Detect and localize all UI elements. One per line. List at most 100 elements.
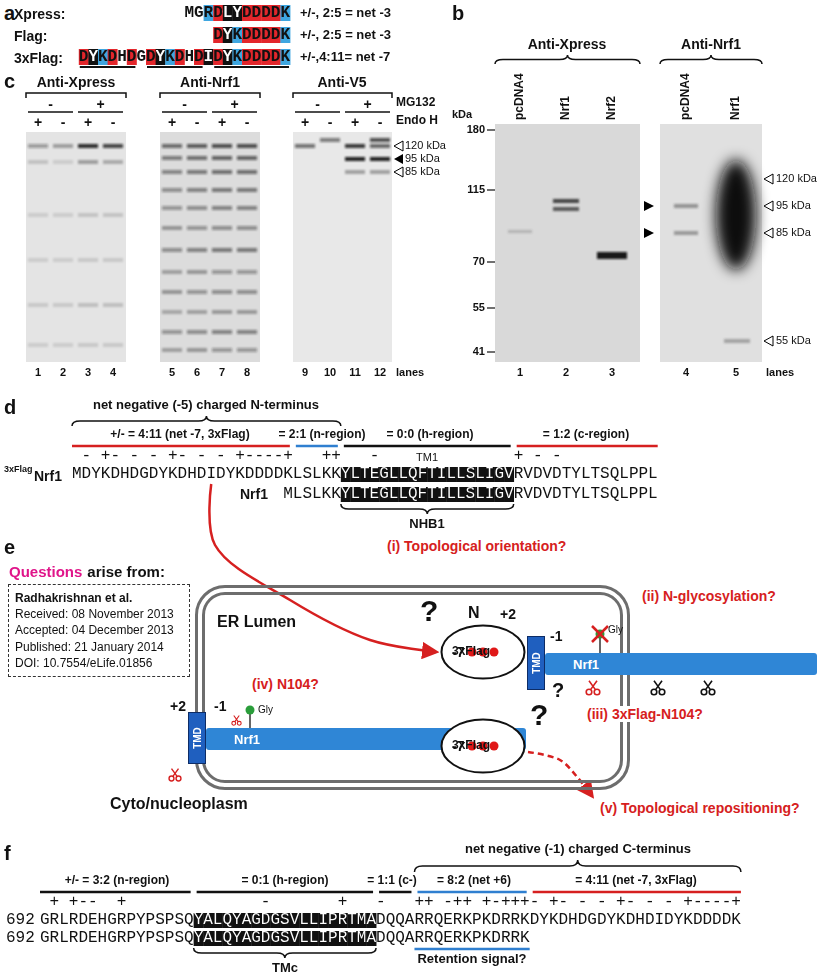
node-text: Received: 08 November 2013 (15, 606, 174, 622)
art-path (341, 504, 514, 514)
art-rect (674, 231, 698, 235)
label-text: - (111, 114, 116, 130)
art-rect (103, 213, 123, 217)
label-text: 7 (219, 366, 225, 379)
label-text: NHB1 (409, 517, 444, 532)
art-rect (724, 339, 750, 343)
art-rect (78, 144, 98, 148)
label-text: 3 (85, 366, 91, 379)
art-rect (162, 226, 182, 230)
label-text: +/-,4:11= net -7 (300, 50, 390, 65)
sequence: MLSLKKYLTEGLLQFTILLSLIGVRVDVDTYLTSQLPPL (283, 486, 657, 503)
art-path (147, 66, 203, 68)
art-rect (212, 248, 232, 252)
label-text: 3 (609, 366, 615, 379)
art-rect (212, 226, 232, 230)
label-text: Gly (608, 624, 623, 636)
label-text: + (34, 114, 42, 130)
label-text: Nrf1 (240, 486, 268, 502)
art-rect (103, 343, 123, 347)
art-rect (162, 188, 182, 192)
art-rect (237, 290, 257, 294)
art-use (651, 681, 665, 695)
art-rect (53, 343, 73, 347)
label-text: kDa (452, 108, 472, 121)
label-text: 4 (110, 366, 116, 379)
art-line (249, 714, 251, 728)
art-rect (53, 144, 73, 148)
label-text: + (230, 96, 238, 112)
art-ellipse (442, 720, 525, 773)
sequence: 692 (6, 930, 35, 947)
art-path (394, 141, 403, 151)
node-text: Nrf1 (234, 732, 260, 747)
art-rect (78, 303, 98, 307)
label-text: TMc (272, 961, 298, 976)
label-text: - (378, 114, 383, 130)
art-path (72, 416, 341, 426)
art-rect (660, 124, 762, 362)
label-text: 120 kDa (776, 172, 817, 185)
label-text: 4 (683, 366, 689, 379)
art-path (209, 484, 436, 652)
label-text: lanes (766, 366, 794, 379)
sequence: - +- - - +- - - +----+ ++ - + - - (72, 448, 562, 465)
art-rect (345, 170, 365, 174)
art-rect (320, 138, 340, 142)
art-path (344, 445, 511, 448)
art-rect (187, 310, 207, 314)
art-rect (162, 270, 182, 274)
art-circle (246, 706, 255, 715)
art-rect (212, 330, 232, 334)
art-line (487, 351, 495, 352)
art-rect (187, 270, 207, 274)
label-text: -1 (214, 698, 226, 714)
panel-letter: c (4, 70, 15, 93)
label-text: + (84, 114, 92, 130)
art-rect (78, 160, 98, 164)
art-rect (162, 330, 182, 334)
art-rect (187, 290, 207, 294)
art-rect (78, 258, 98, 262)
art-rect (237, 348, 257, 352)
tmd-box: TMD (527, 636, 545, 690)
label-text: + (168, 114, 176, 130)
art-rect (162, 248, 182, 252)
box-heading: Questionsarise from: (9, 563, 165, 580)
art-g (508, 199, 750, 343)
label-text: 85 kDa (776, 226, 811, 239)
node-text: 3xFlag (452, 645, 490, 658)
art-g (28, 138, 390, 352)
art-line (487, 129, 495, 130)
label-text: Xpress: (14, 6, 65, 22)
tmd-box: TMD (188, 712, 206, 764)
art-rect (674, 204, 698, 208)
label-text: 55 kDa (776, 334, 811, 347)
nrf1-bar: Nrf1 (545, 653, 817, 675)
art-rect (162, 206, 182, 210)
art-path (517, 445, 658, 448)
art-path (293, 93, 392, 98)
label-text: - (48, 96, 53, 112)
tag-oval: -73xFlag (440, 718, 526, 774)
label-text: 11 (349, 366, 361, 379)
art-rect (212, 348, 232, 352)
label-text: - (315, 96, 320, 112)
art-rect (162, 310, 182, 314)
art-use (586, 681, 600, 695)
label-text: - (245, 114, 250, 130)
art-g (487, 130, 495, 352)
art-rect (28, 213, 48, 217)
sequence: DYKDDDDK (213, 26, 290, 44)
label-text: + (363, 96, 371, 112)
art-div: -73xFlag (440, 627, 526, 676)
panel-letter: d (4, 396, 16, 419)
label-text: 1 (35, 366, 41, 379)
art-ellipse (442, 626, 525, 679)
panel-letter: b (452, 2, 464, 25)
art-path (40, 891, 191, 894)
art-rect (53, 213, 73, 217)
art-rect (212, 144, 232, 148)
label-text: 9 (302, 366, 308, 379)
art-rect (370, 170, 390, 174)
